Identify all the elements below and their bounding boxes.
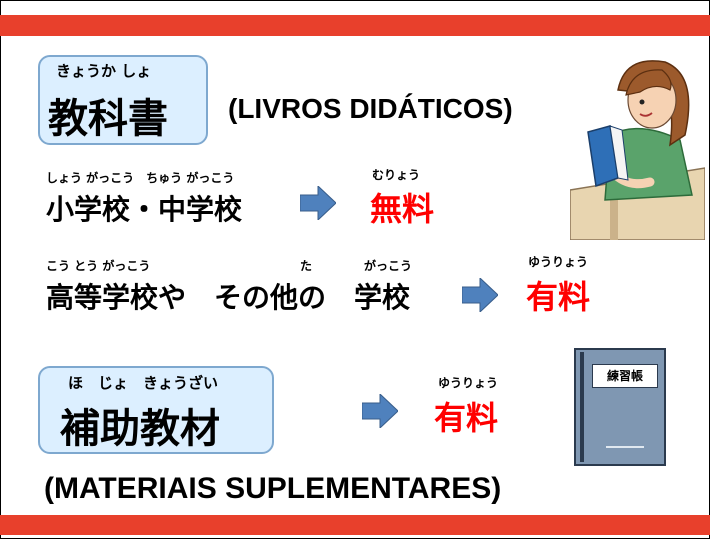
notebook-illustration: 練習帳 xyxy=(574,348,666,466)
arrow-right-icon xyxy=(362,394,398,428)
supplement-ruby: ほ じょ きょうざい xyxy=(68,374,219,392)
row1-result: 無料 xyxy=(370,190,435,228)
arrow-right-icon xyxy=(300,186,336,220)
row1-result-ruby: むりょう xyxy=(372,168,421,182)
row2-ruby-c: がっこう xyxy=(364,259,413,273)
row2-label: 高等学校や その他の 学校 xyxy=(46,281,411,314)
row1-label: 小学校・中学校 xyxy=(46,193,243,226)
row1-ruby: しょう がっこう ちゅう がっこう xyxy=(46,171,235,185)
supplement-result: 有料 xyxy=(434,399,499,437)
row2-result: 有料 xyxy=(526,278,591,316)
arrow-right-icon xyxy=(462,278,498,312)
textbook-ruby: きょうか しょ xyxy=(56,62,152,80)
row2-ruby-b: た xyxy=(300,259,313,273)
supplement-box xyxy=(38,366,274,454)
bottom-accent-bar xyxy=(0,515,710,535)
supplement-translation: (MATERIAIS SUPLEMENTARES) xyxy=(44,472,502,505)
textbook-box xyxy=(38,55,208,145)
row2-result-ruby: ゆうりょう xyxy=(528,255,589,269)
supplement-term: 補助教材 xyxy=(60,406,220,452)
notebook-label: 練習帳 xyxy=(592,364,658,388)
row2-ruby-a: こう とう がっこう xyxy=(46,259,151,273)
student-reading-illustration xyxy=(570,60,705,240)
textbook-term: 教科書 xyxy=(48,96,168,142)
textbook-translation: (LIVROS DIDÁTICOS) xyxy=(228,93,513,124)
top-accent-bar xyxy=(0,15,710,36)
supplement-result-ruby: ゆうりょう xyxy=(438,376,499,390)
